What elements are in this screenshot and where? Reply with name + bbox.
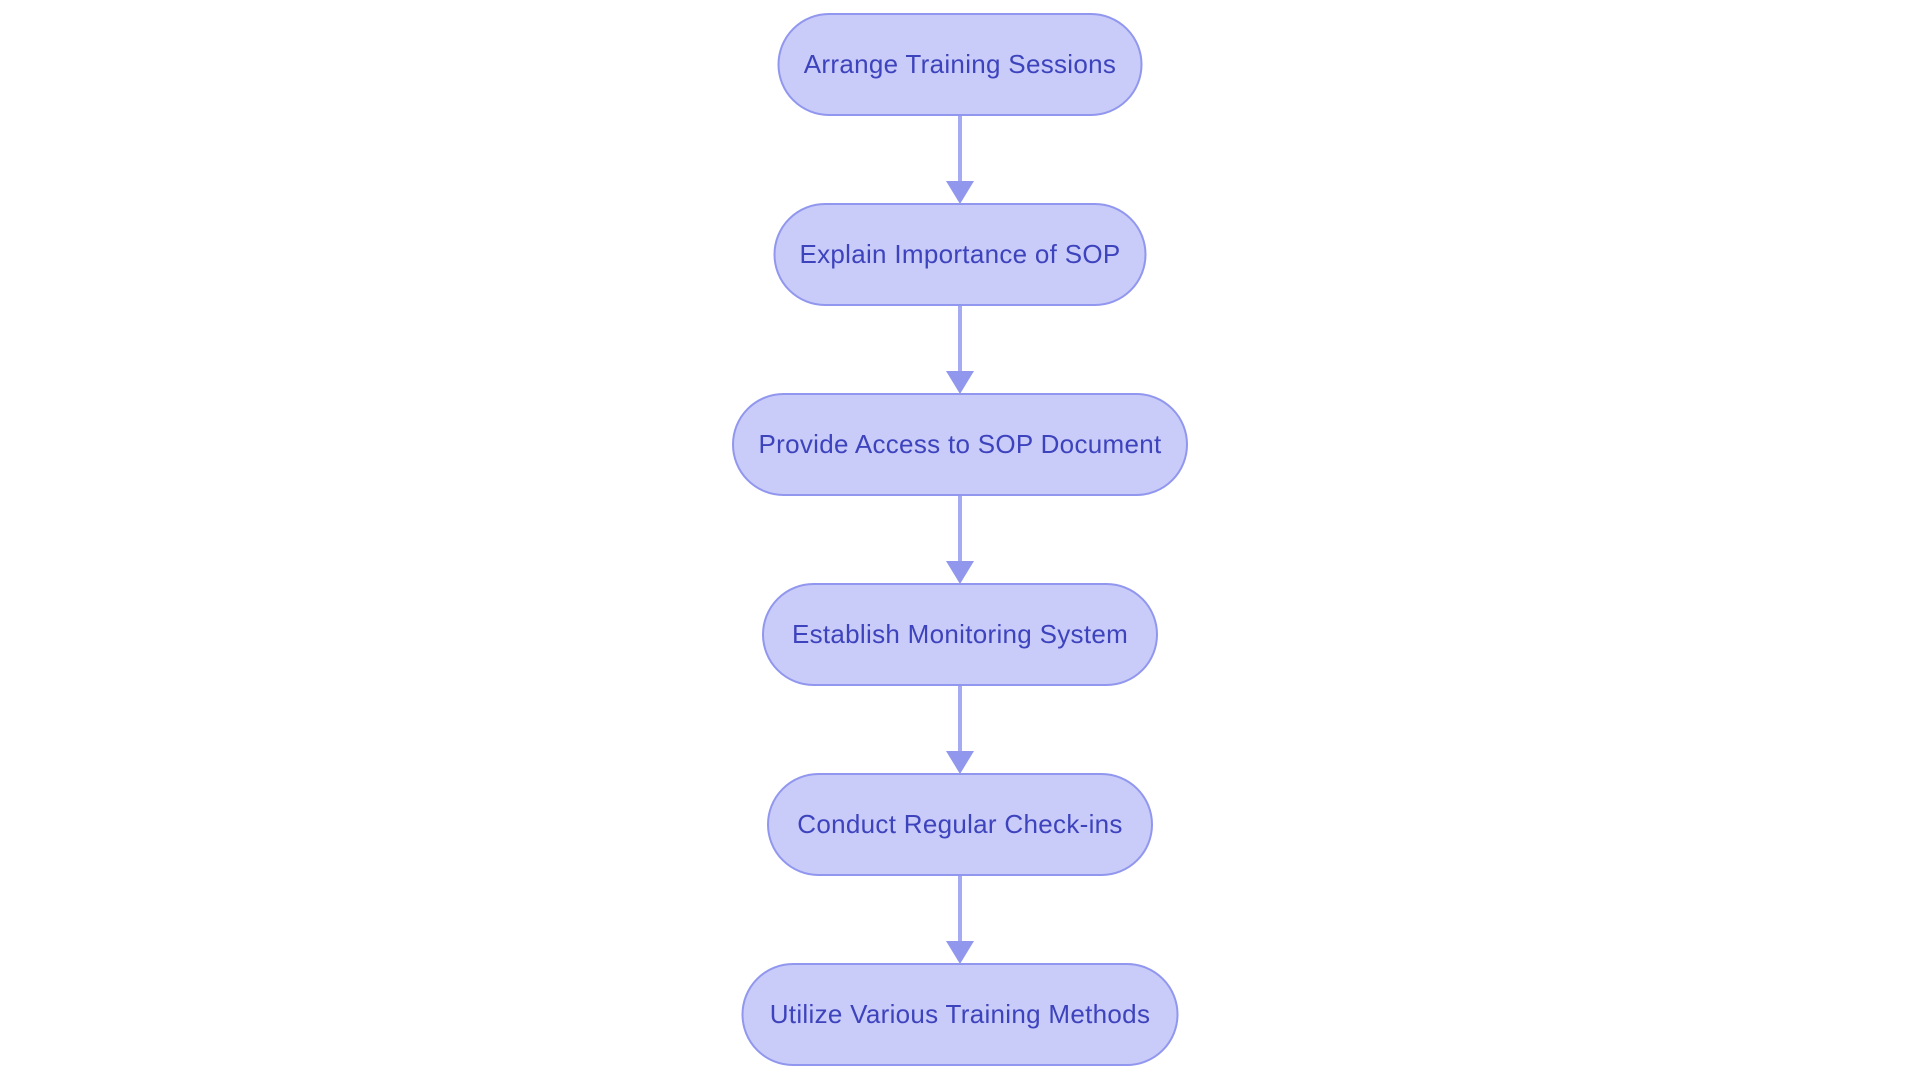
node-label: Explain Importance of SOP <box>799 239 1121 269</box>
flowchart-node-conduct-regular-check-ins: Conduct Regular Check-ins <box>767 773 1153 876</box>
arrow-down-icon <box>946 371 974 394</box>
connector-arrow-2 <box>946 306 974 394</box>
node-label: Arrange Training Sessions <box>803 49 1117 79</box>
flowchart-node-arrange-training-sessions: Arrange Training Sessions <box>777 13 1143 116</box>
arrow-down-icon <box>946 181 974 204</box>
node-label: Provide Access to SOP Document <box>758 429 1162 459</box>
arrow-line <box>958 116 962 181</box>
arrow-down-icon <box>946 941 974 964</box>
arrow-line <box>958 496 962 561</box>
arrow-line <box>958 306 962 371</box>
arrow-line <box>958 686 962 751</box>
node-label: Establish Monitoring System <box>791 619 1129 649</box>
flowchart-node-establish-monitoring-system: Establish Monitoring System <box>762 583 1158 686</box>
flowchart-node-utilize-various-training-methods: Utilize Various Training Methods <box>741 963 1179 1066</box>
node-label: Conduct Regular Check-ins <box>797 809 1123 839</box>
arrow-down-icon <box>946 561 974 584</box>
connector-arrow-5 <box>946 876 974 964</box>
arrow-line <box>958 876 962 941</box>
arrow-down-icon <box>946 751 974 774</box>
node-label: Utilize Various Training Methods <box>769 999 1151 1029</box>
flowchart-node-provide-access-to-sop-document: Provide Access to SOP Document <box>732 393 1188 496</box>
connector-arrow-3 <box>946 496 974 584</box>
connector-arrow-1 <box>946 116 974 204</box>
flowchart-node-explain-importance-of-sop: Explain Importance of SOP <box>773 203 1147 306</box>
connector-arrow-4 <box>946 686 974 774</box>
